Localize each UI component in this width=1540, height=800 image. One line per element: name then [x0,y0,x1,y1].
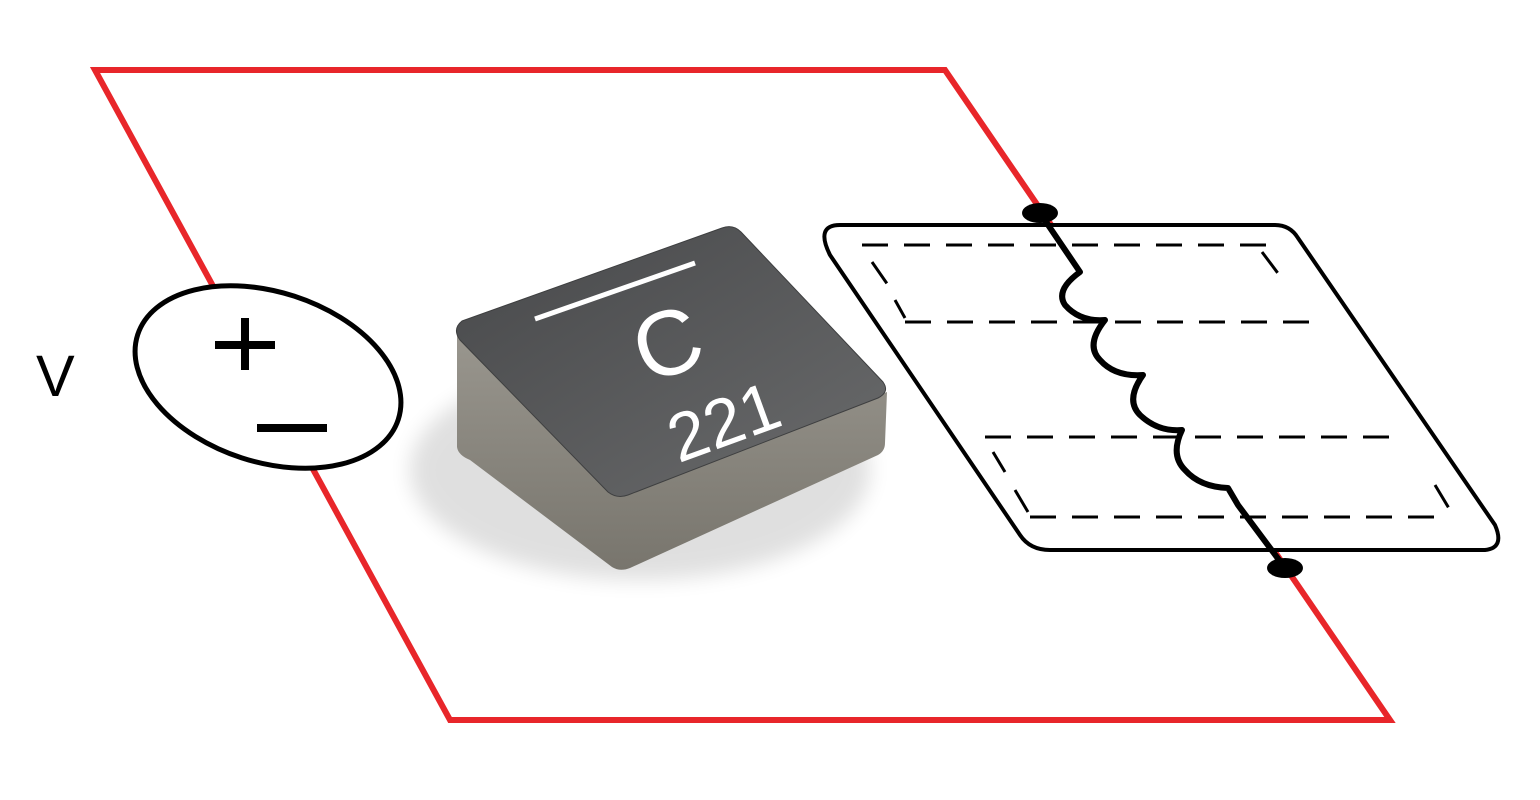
inductor-chip-photo: C 221 [410,226,887,580]
voltage-label: V [36,344,75,409]
circuit-wire [89,67,1396,723]
voltage-source-icon [132,283,404,471]
inductor-coil-icon [822,203,1501,578]
